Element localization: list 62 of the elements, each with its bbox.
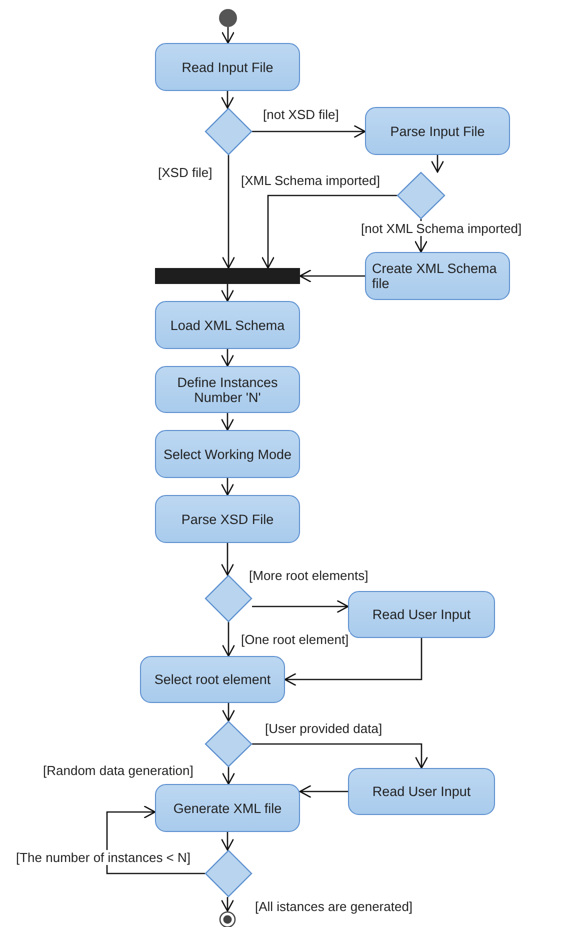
- guard-label: [One root element]: [240, 632, 350, 647]
- guard-label: [All istances are generated]: [254, 899, 414, 914]
- arrow: [220, 832, 234, 851]
- action-label: Parse Input File: [390, 124, 485, 138]
- action-label: Select Working Mode: [163, 446, 292, 462]
- action-box: [155, 430, 300, 478]
- action-box: [155, 301, 300, 349]
- guard-label: [not XSD file]: [262, 107, 340, 122]
- action-label: Select root element: [154, 672, 271, 687]
- initial-node: [219, 9, 237, 27]
- action-label: Create XML Schema file: [372, 261, 498, 291]
- action-box: [365, 107, 510, 155]
- action-box: [348, 591, 495, 638]
- arrow: [252, 124, 366, 138]
- action-label: Parse XSD File: [181, 512, 274, 526]
- arrow: [252, 600, 349, 614]
- final-node: [219, 911, 236, 927]
- action-box: [155, 43, 300, 91]
- guard-label: [not XML Schema imported]: [360, 221, 523, 236]
- arrow: [430, 155, 444, 173]
- action-box: [348, 768, 495, 815]
- guard-label: [XSD file]: [157, 165, 214, 180]
- decision-diamond: [205, 850, 252, 897]
- arrow: [220, 349, 234, 367]
- action-label: Read User Input: [372, 784, 471, 799]
- action-box: [140, 656, 285, 703]
- action-box: [155, 495, 300, 543]
- arrow: [299, 784, 348, 798]
- arrow: [220, 91, 234, 109]
- action-box: [365, 252, 510, 300]
- arrow: [284, 638, 422, 686]
- arrow: [220, 478, 234, 496]
- guard-label: [XML Schema imported]: [240, 173, 381, 188]
- arrow: [222, 703, 236, 722]
- arrow: [252, 743, 428, 769]
- action-label: Load XML Schema: [170, 318, 285, 332]
- decision-diamond: [397, 172, 445, 219]
- arrow: [221, 27, 235, 44]
- action-label: Read User Input: [372, 607, 471, 622]
- action-label: Generate XML file: [173, 800, 282, 816]
- decision-diamond: [205, 575, 252, 622]
- arrow: [220, 543, 234, 576]
- arrow: [220, 284, 234, 302]
- action-box: [155, 366, 300, 413]
- guard-label: [The number of instances < N]: [15, 850, 192, 865]
- action-label: Read Input File: [182, 60, 274, 74]
- arrow: [299, 269, 365, 283]
- arrow: [106, 805, 205, 874]
- fork-bar: [155, 268, 300, 284]
- arrow: [261, 194, 397, 269]
- arrow: [220, 897, 234, 912]
- action-box: [155, 784, 300, 832]
- guard-label: [More root elements]: [248, 568, 370, 583]
- action-label: Define Instances Number 'N': [176, 374, 279, 404]
- guard-label: [User provided data]: [264, 721, 384, 736]
- decision-diamond: [205, 108, 252, 155]
- guard-label: [Random data generation]: [42, 763, 194, 778]
- arrow: [222, 622, 236, 657]
- arrow: [222, 155, 236, 269]
- decision-diamond: [205, 721, 252, 767]
- arrow: [222, 767, 236, 785]
- arrow: [220, 413, 234, 431]
